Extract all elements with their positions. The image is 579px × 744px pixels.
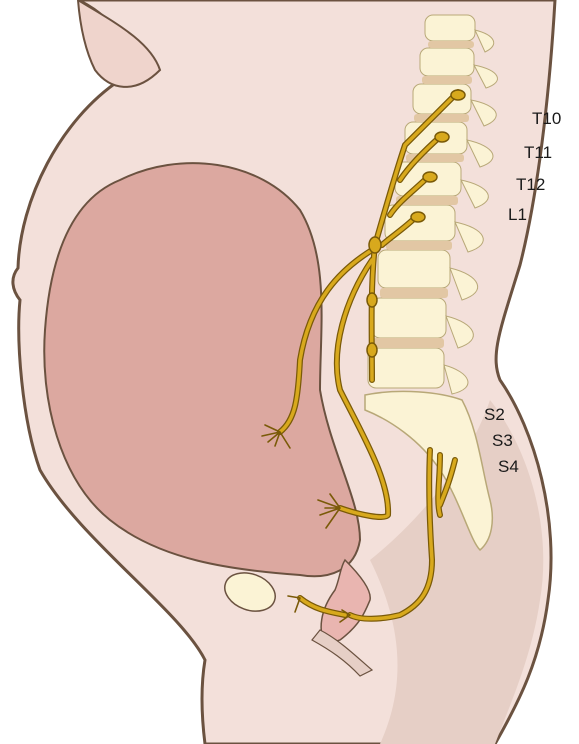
label-s4: S4 xyxy=(498,458,519,475)
label-t10: T10 xyxy=(532,110,561,127)
label-s2: S2 xyxy=(484,406,505,423)
label-t12: T12 xyxy=(516,176,545,193)
label-t11: T11 xyxy=(524,144,552,161)
label-l1: L1 xyxy=(508,206,527,223)
label-s3: S3 xyxy=(492,432,513,449)
